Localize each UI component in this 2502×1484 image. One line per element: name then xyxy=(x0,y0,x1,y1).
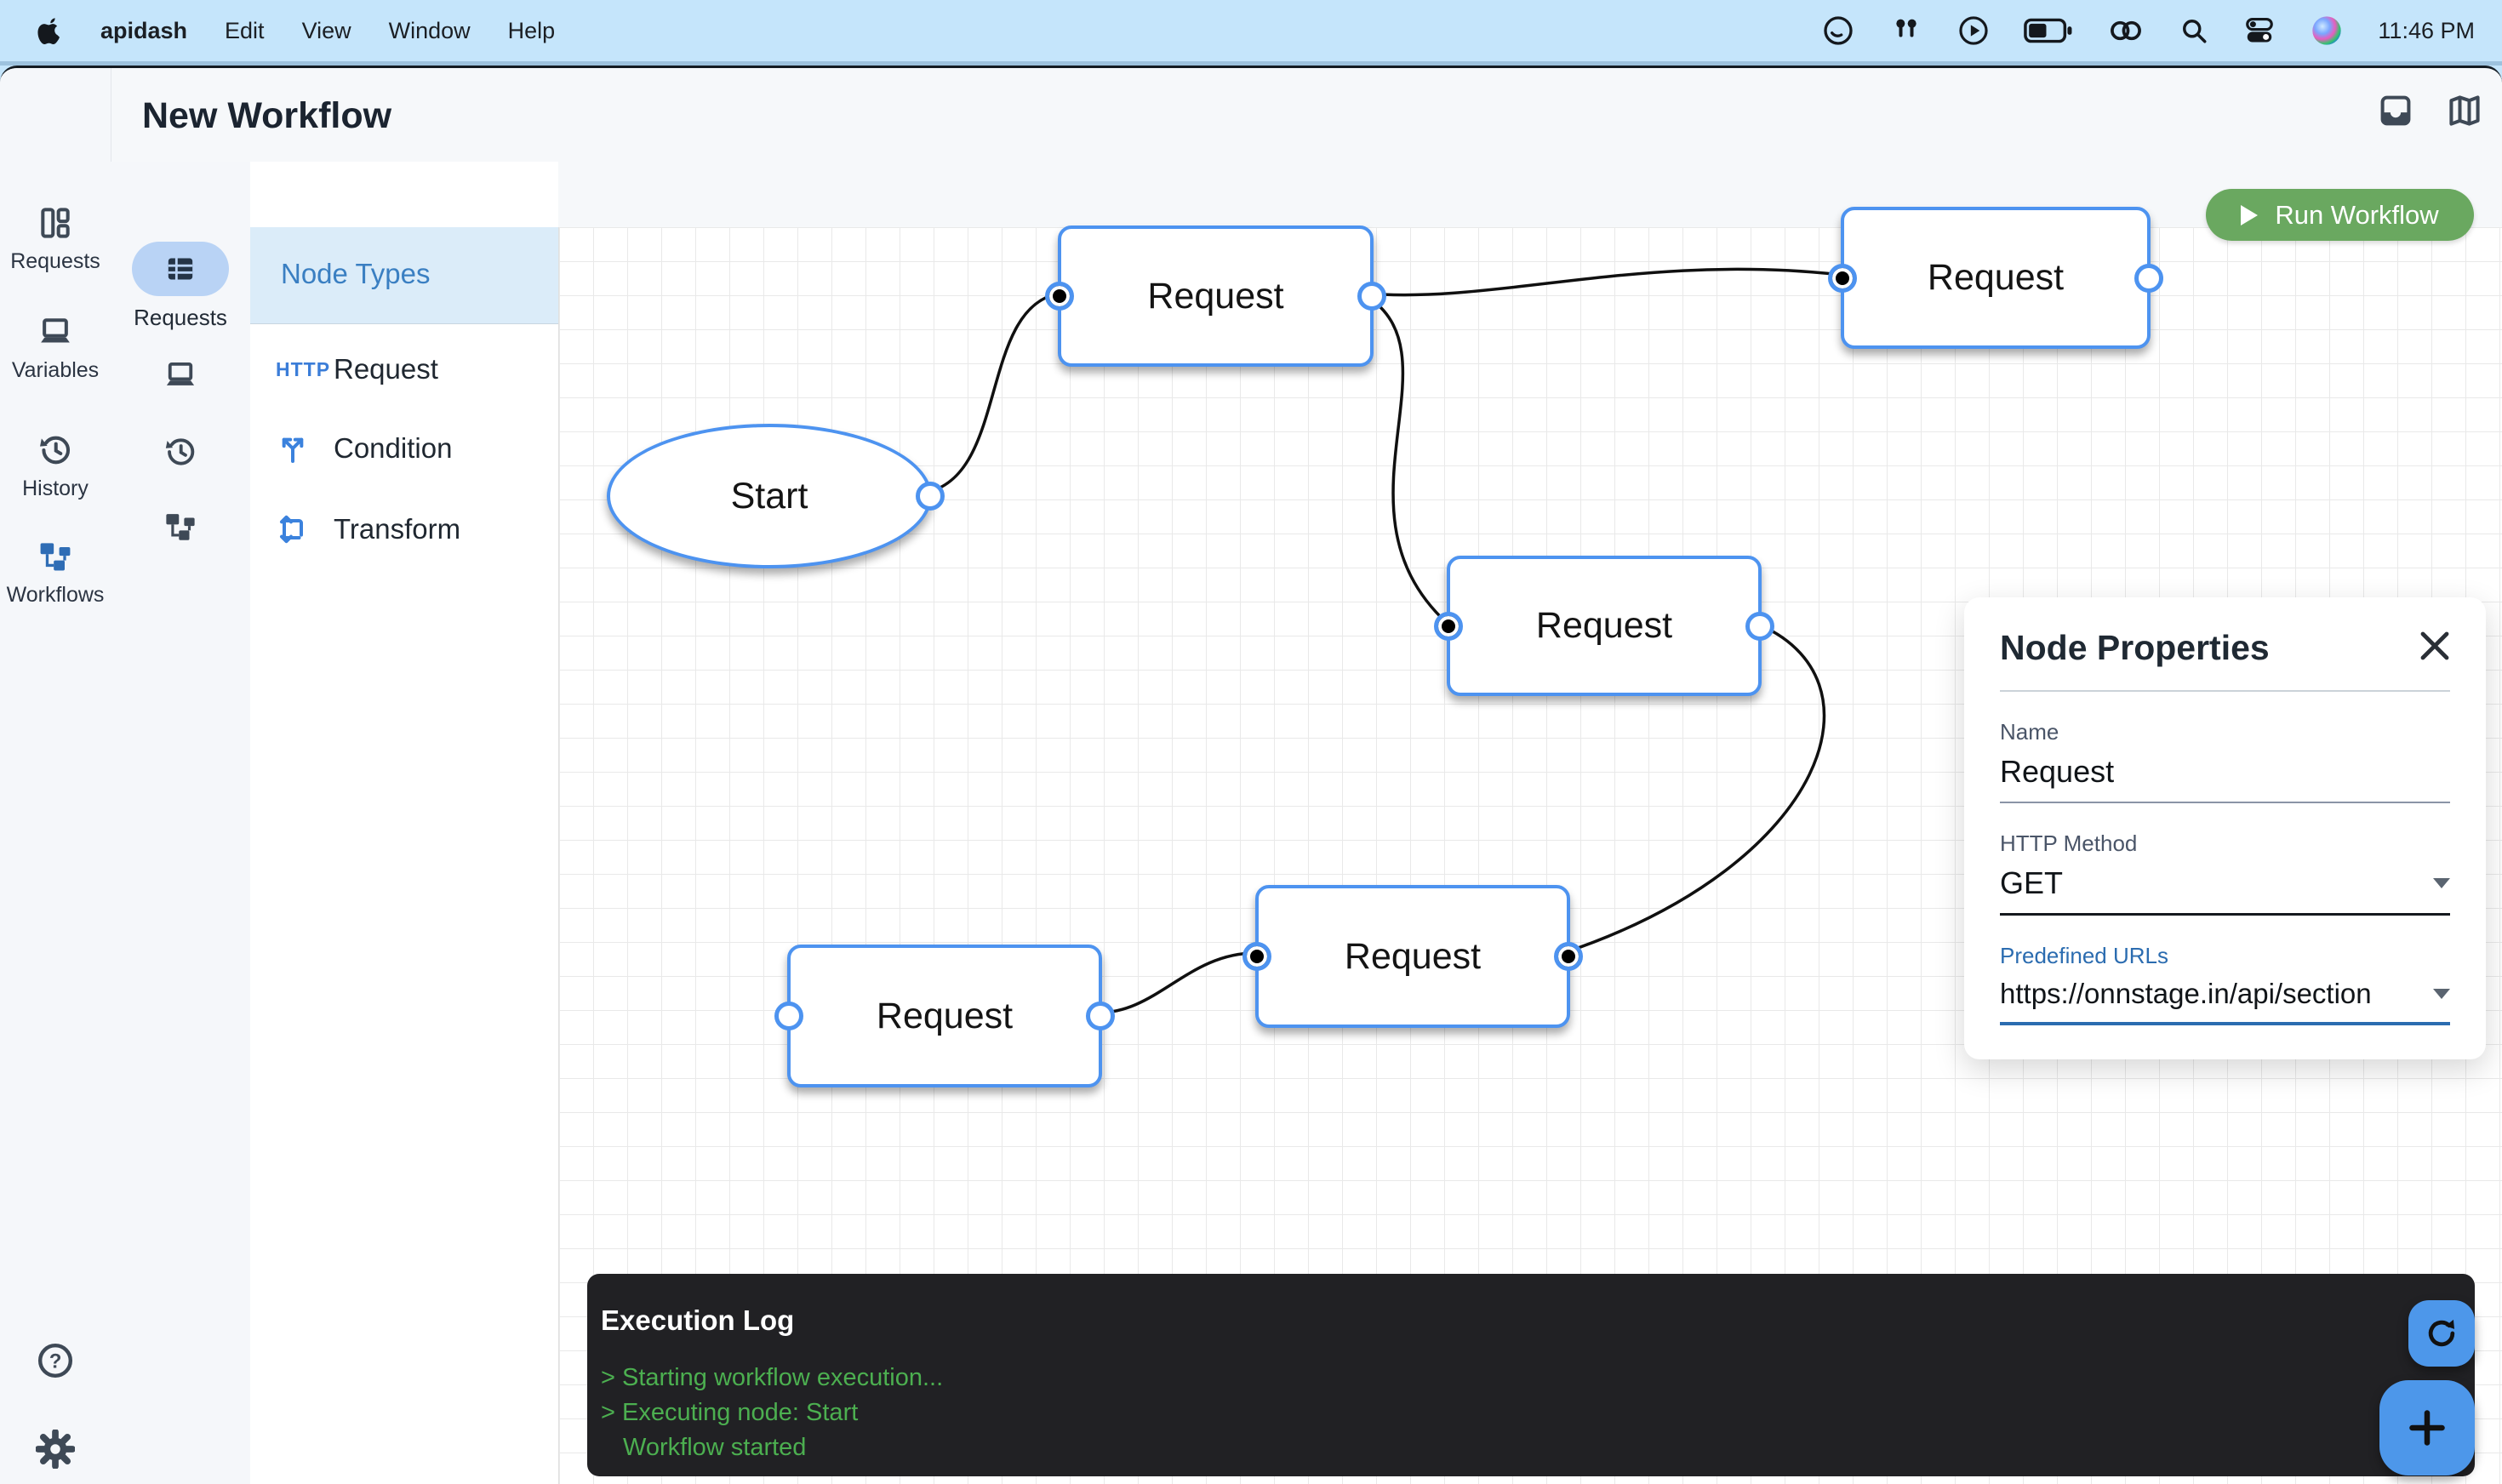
history-clock-icon xyxy=(165,438,195,465)
name-field-label: Name xyxy=(2000,719,2059,745)
node-request-3[interactable]: Request xyxy=(1434,556,1774,696)
node-properties-panel: Node Properties Name Request HTTP Method… xyxy=(1964,597,2486,1059)
urls-field-label: Predefined URLs xyxy=(2000,943,2168,968)
node-request-2[interactable]: Request xyxy=(1828,207,2163,349)
node-start[interactable]: Start xyxy=(607,424,945,568)
node-request-5[interactable]: Request xyxy=(774,945,1115,1087)
play-icon xyxy=(2241,204,2259,225)
sidebar-item-variables[interactable]: Variables xyxy=(0,313,111,383)
http-method-select[interactable]: GET xyxy=(2000,865,2450,916)
sidebar-item-label: Requests xyxy=(10,249,100,273)
node-types-header[interactable]: Node Types xyxy=(250,227,558,324)
creative-cloud-icon[interactable] xyxy=(1821,14,1855,48)
predefined-urls-select[interactable]: https://onnstage.in/api/section xyxy=(2000,978,2450,1025)
input-port[interactable] xyxy=(1045,282,1074,311)
tool-rail-workflows[interactable] xyxy=(111,509,250,549)
menubar-clock[interactable]: 11:46 PM xyxy=(2378,17,2475,43)
palette-item-condition[interactable]: Condition xyxy=(250,421,558,476)
palette-item-request[interactable]: HTTP Request xyxy=(276,353,438,385)
output-port[interactable] xyxy=(916,482,945,511)
menu-view[interactable]: View xyxy=(301,17,351,43)
input-port[interactable] xyxy=(1434,611,1463,641)
output-port[interactable] xyxy=(1357,282,1386,311)
linked-rings-icon[interactable] xyxy=(2107,14,2145,47)
help-button[interactable]: ? xyxy=(0,1341,111,1384)
workflow-tree-icon xyxy=(40,543,71,571)
menu-bar: apidash Edit View Window Help xyxy=(0,0,2502,61)
output-port[interactable] xyxy=(1086,1002,1115,1030)
transform-crop-icon xyxy=(280,515,303,544)
sidebar-item-requests[interactable]: Requests xyxy=(0,204,111,274)
control-center-icon[interactable] xyxy=(2243,14,2276,47)
palette-item-transform[interactable]: Transform xyxy=(250,502,558,556)
menu-edit[interactable]: Edit xyxy=(225,17,265,43)
tool-rail-variables[interactable] xyxy=(111,357,250,397)
sidebar-item-label: Workflows xyxy=(6,583,105,607)
output-port[interactable] xyxy=(1554,942,1583,971)
chevron-down-icon xyxy=(2433,878,2450,888)
node-types-panel: Node Types HTTP Request Condition Transf… xyxy=(250,162,558,1484)
input-port[interactable] xyxy=(1242,942,1271,971)
tool-rail-history[interactable] xyxy=(111,434,250,474)
tray-icon[interactable] xyxy=(2378,93,2413,133)
history-clock-icon xyxy=(40,436,71,465)
output-port[interactable] xyxy=(2134,263,2163,293)
sidebar-item-label: Variables xyxy=(11,358,100,382)
play-circle-icon[interactable] xyxy=(1957,14,1990,47)
settings-button[interactable] xyxy=(0,1429,111,1473)
condition-split-icon xyxy=(282,437,304,463)
search-icon[interactable] xyxy=(2179,15,2209,46)
output-port[interactable] xyxy=(1745,611,1774,641)
table-list-icon xyxy=(168,258,193,280)
apple-menu-icon[interactable] xyxy=(37,16,63,45)
plus-icon xyxy=(2409,1410,2445,1446)
run-workflow-button[interactable]: Run Workflow xyxy=(2206,189,2474,241)
refresh-icon xyxy=(2428,1319,2455,1347)
node-request-1[interactable]: Request xyxy=(1045,225,1386,367)
menu-help[interactable]: Help xyxy=(507,17,556,43)
refresh-button[interactable] xyxy=(2408,1300,2475,1367)
node-types-title: Node Types xyxy=(281,258,431,289)
requests-panels-icon xyxy=(41,208,70,238)
siri-icon[interactable] xyxy=(2310,14,2344,48)
log-line: > Starting workflow execution... xyxy=(601,1364,944,1391)
airpods-icon[interactable] xyxy=(1889,14,1923,48)
tool-rail-requests-selected[interactable] xyxy=(132,242,229,296)
panel-title: Node Properties xyxy=(2000,628,2270,667)
svg-text:?: ? xyxy=(49,1350,62,1373)
divider xyxy=(2000,690,2450,692)
execution-log-title: Execution Log xyxy=(601,1304,795,1336)
workflow-tree-icon xyxy=(166,514,195,540)
log-line: Workflow started xyxy=(623,1434,807,1461)
menu-app-name[interactable]: apidash xyxy=(100,17,188,43)
menubar-shadow xyxy=(0,61,2502,66)
nav-rail: Requests Variables History Workflows ? xyxy=(0,68,111,1484)
add-node-button[interactable] xyxy=(2379,1380,2475,1475)
input-port[interactable] xyxy=(1828,263,1857,293)
sidebar-item-label: History xyxy=(22,477,89,500)
execution-log-panel: Execution Log > Starting workflow execut… xyxy=(587,1274,2475,1476)
page-title: New Workflow xyxy=(142,95,392,136)
gear-icon xyxy=(35,1429,76,1470)
laptop-icon xyxy=(41,318,70,343)
sidebar-item-history[interactable]: History xyxy=(0,431,111,501)
tool-rail-label: Requests xyxy=(134,305,227,330)
log-line: > Executing node: Start xyxy=(601,1399,859,1426)
close-icon[interactable] xyxy=(2419,631,2450,665)
name-field-input[interactable]: Request xyxy=(2000,754,2450,803)
map-icon[interactable] xyxy=(2446,92,2483,134)
node-request-4[interactable]: Request xyxy=(1242,885,1583,1028)
method-field-label: HTTP Method xyxy=(2000,830,2138,856)
input-port[interactable] xyxy=(774,1002,803,1030)
help-circle-icon: ? xyxy=(37,1343,73,1378)
battery-icon[interactable] xyxy=(2024,15,2073,46)
chevron-down-icon xyxy=(2433,989,2450,999)
laptop-icon xyxy=(166,362,195,385)
http-badge: HTTP xyxy=(276,357,331,380)
tool-rail: Requests xyxy=(111,162,251,1484)
sidebar-item-workflows[interactable]: Workflows xyxy=(0,538,111,608)
menu-window[interactable]: Window xyxy=(388,17,471,43)
